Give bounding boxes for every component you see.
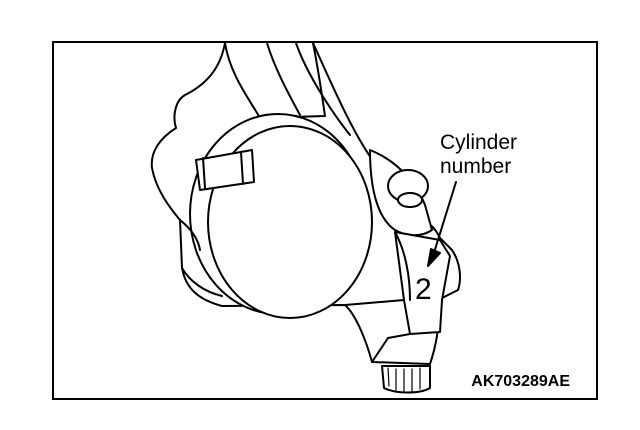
figure-code: AK703289AE [471, 373, 570, 390]
rod-beam [224, 42, 326, 119]
cylinder-number-stamp: 2 [415, 273, 432, 306]
callout-line-2: number [440, 155, 512, 178]
rod-beam-rib-2 [295, 42, 351, 136]
rod-beam-rib [266, 42, 301, 116]
rod-beam-left-edge [173, 42, 226, 129]
callout-arrow-head [427, 248, 441, 267]
cap-bolt [381, 365, 431, 394]
callout-arrow-line [432, 181, 457, 257]
callout-line-1: Cylinder [440, 131, 518, 154]
cylinder-number-callout: Cylinder number [440, 131, 517, 179]
bearing-tab [195, 149, 255, 191]
